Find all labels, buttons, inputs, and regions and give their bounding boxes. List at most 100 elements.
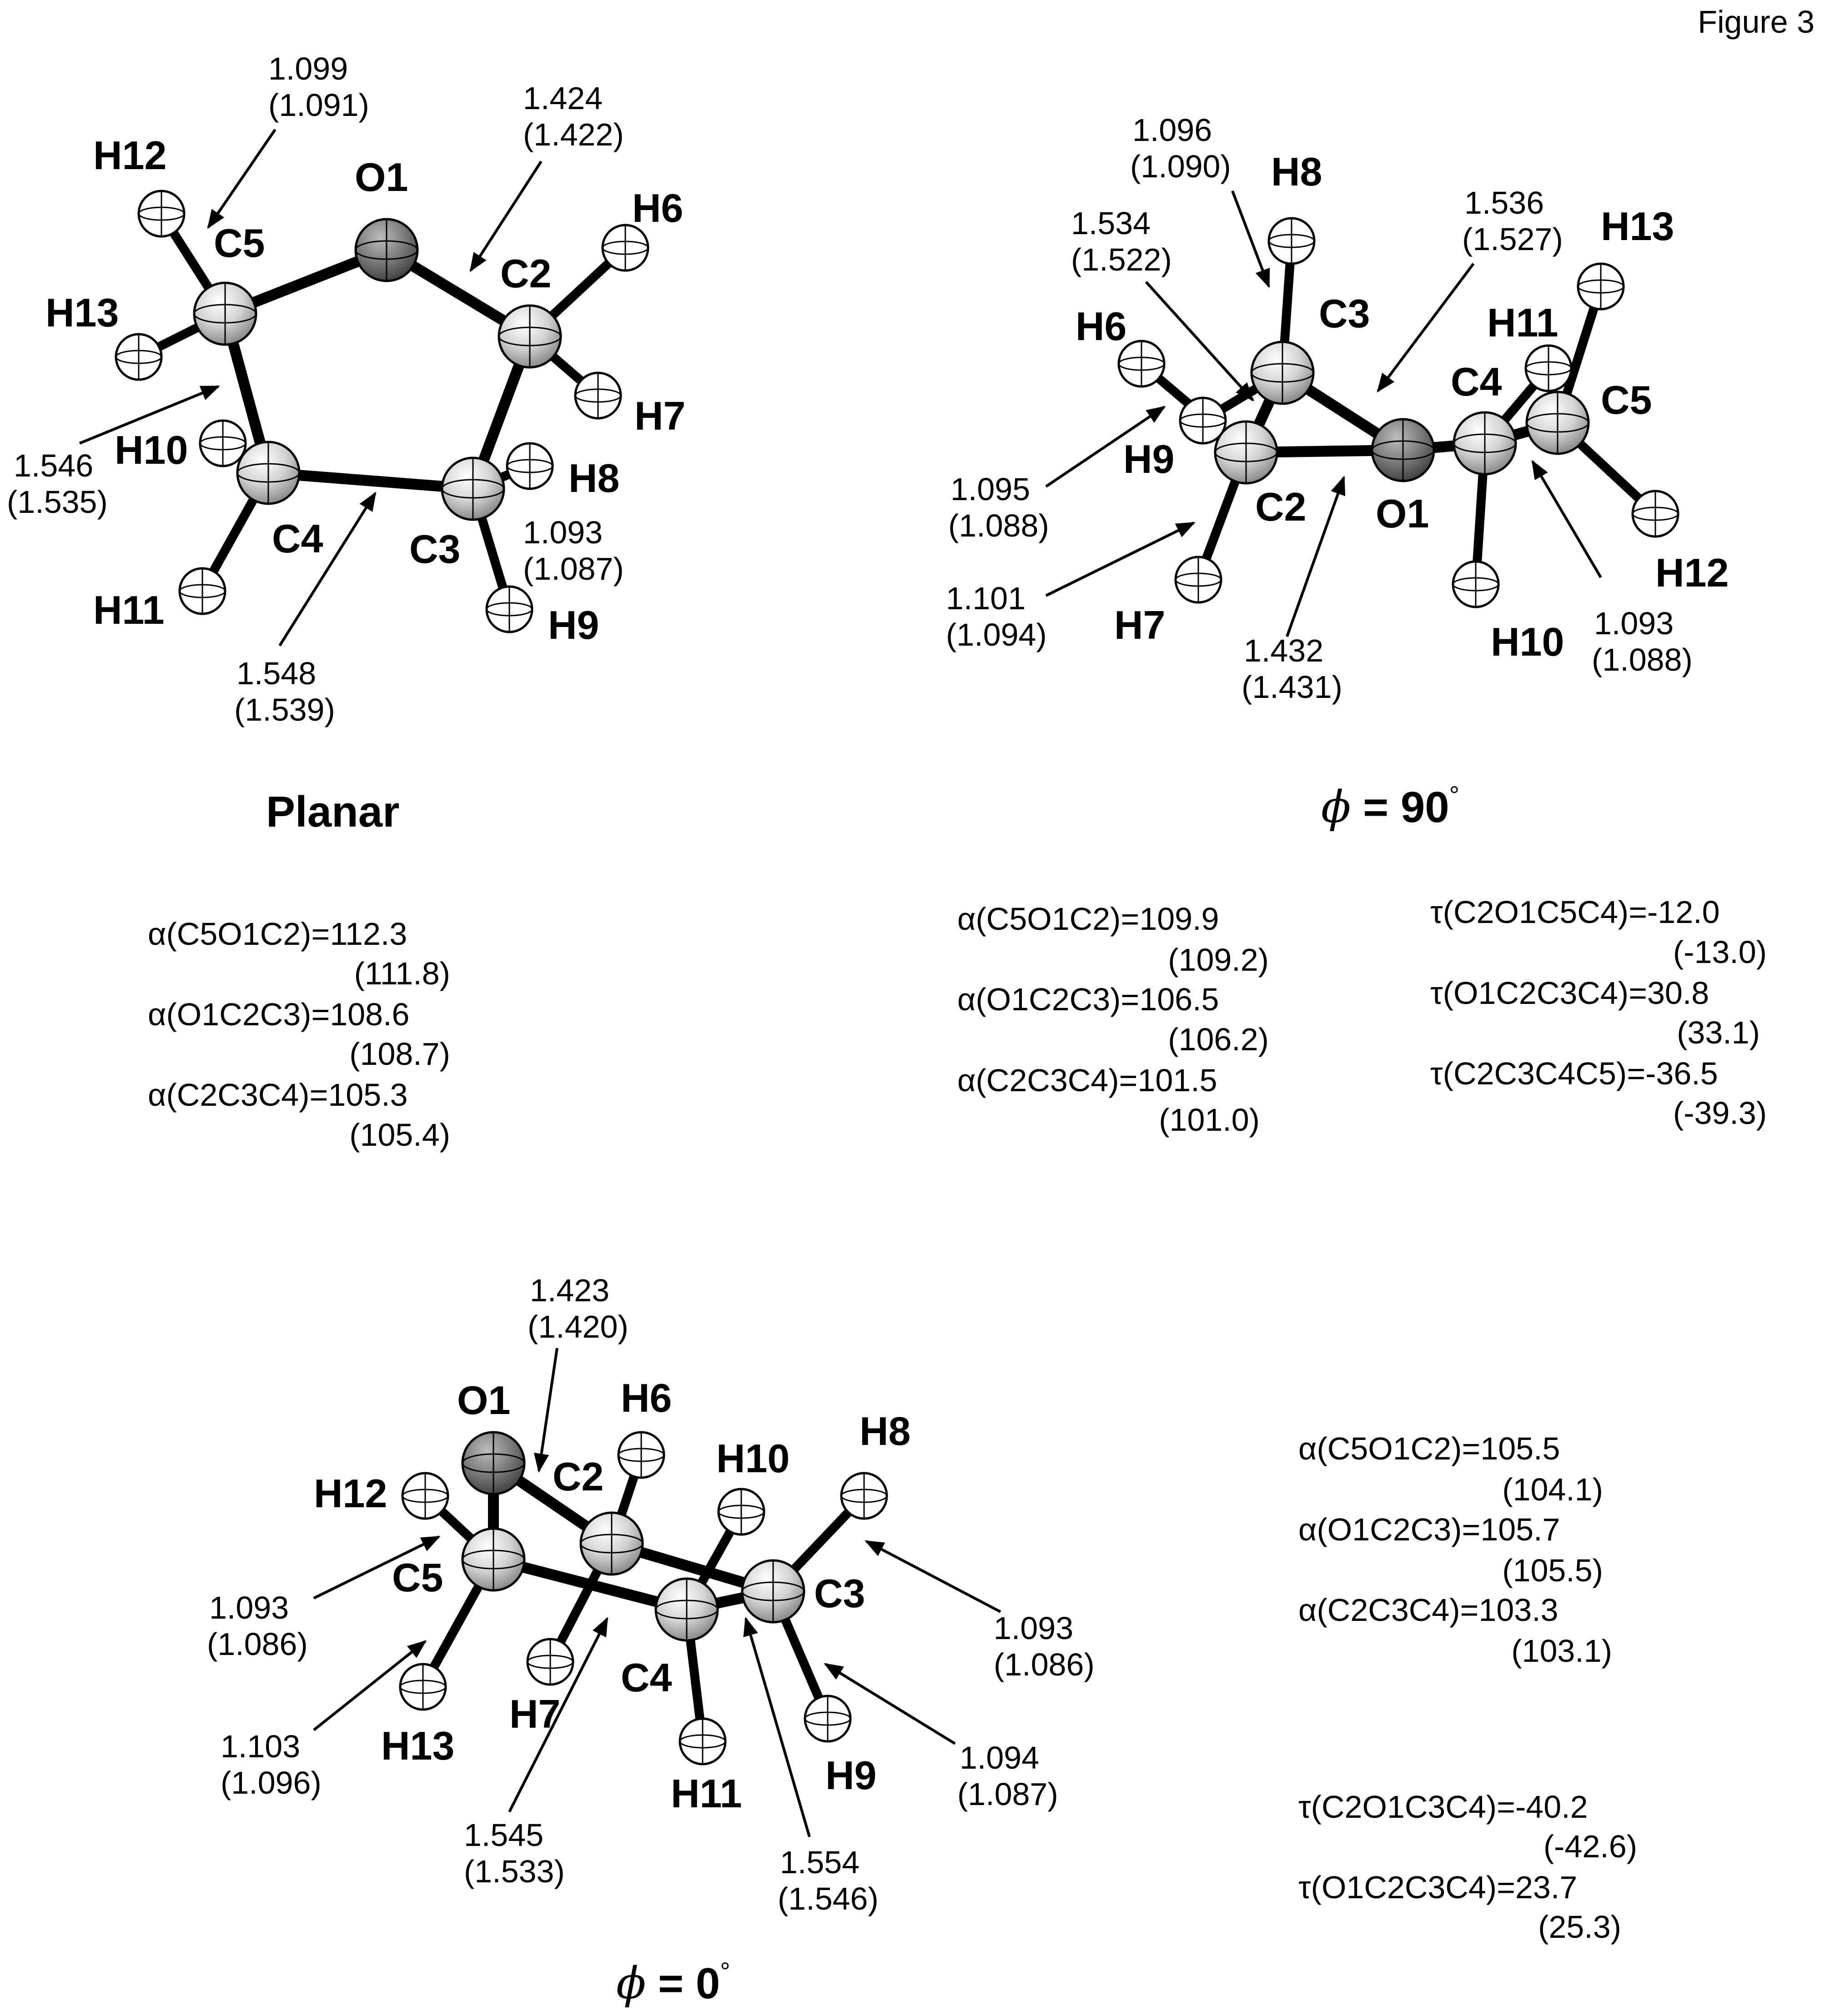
torsion-value: τ(C2O1C3C4)=-40.2 (1298, 1789, 1588, 1825)
atom-c2 (498, 304, 562, 369)
panel-title-planar: Planar (266, 787, 399, 836)
angle-value: α(O1C2C3)=105.7 (1298, 1512, 1560, 1547)
annotation-bond-3: 1.536 (1.527) (1377, 185, 1563, 393)
bond-value-paren: (1.091) (268, 87, 369, 123)
label-c2: C2 (500, 251, 552, 296)
angle-value-paren: (108.7) (349, 1036, 450, 1072)
label-c3: C3 (1319, 291, 1370, 336)
bond-value: 1.093 (1594, 606, 1674, 641)
annotation-bond-5: 1.554 (1.546) (743, 1616, 879, 1916)
angle-value-paren: (103.1) (1511, 1633, 1612, 1669)
label-h13: H13 (381, 1723, 454, 1768)
bond-value-paren: (1.088) (1592, 642, 1693, 677)
torsion-value: τ(C2C3C4C5)=-36.5 (1430, 1056, 1718, 1091)
annotation-bond-3: 1.103 (1.096) (221, 1640, 427, 1800)
label-c5: C5 (214, 221, 265, 266)
atom-h6 (1117, 340, 1166, 388)
atom-h8 (1267, 217, 1316, 265)
angles-planar: α(C5O1C2)=112.3 (111.8) α(O1C2C3)=108.6 … (148, 916, 450, 1153)
bond-value-paren: (1.087) (957, 1776, 1058, 1812)
label-c4: C4 (1451, 359, 1502, 404)
atom-c5 (193, 281, 257, 346)
atom-h13 (1577, 262, 1625, 311)
arrow (1231, 190, 1270, 288)
arrow (469, 160, 543, 272)
label-h6: H6 (621, 1375, 672, 1420)
label-h6: H6 (1076, 304, 1127, 349)
torsions-phi-0: τ(C2O1C3C4)=-40.2 (-42.6) τ(O1C2C3C4)=23… (1298, 1789, 1637, 1945)
atom-h8 (840, 1472, 888, 1520)
atom-o1 (354, 218, 419, 282)
label-c2: C2 (553, 1454, 604, 1499)
bond-value: 1.536 (1464, 185, 1544, 221)
label-h9: H9 (825, 1753, 877, 1798)
arrow (533, 1348, 558, 1473)
label-h9: H9 (1123, 436, 1175, 481)
label-h13: H13 (45, 290, 119, 335)
phi-symbol: ϕ (616, 1958, 646, 2009)
annotation-bond-2: 1.424 (1.422) (469, 80, 624, 272)
label-o1: O1 (1376, 491, 1429, 536)
label-h11: H11 (93, 587, 165, 632)
angle-value-paren: (104.1) (1502, 1472, 1603, 1507)
bond-value-paren: (1.533) (464, 1854, 565, 1889)
bond-value: 1.546 (14, 448, 93, 483)
angle-value: α(C5O1C2)=105.5 (1298, 1431, 1560, 1466)
bond-value-paren: (1.535) (7, 484, 108, 520)
angle-value-paren: (111.8) (354, 956, 450, 991)
bond-value: 1.548 (236, 656, 316, 691)
panel-phi-90: O1 C2 C3 C4 C5 H6 H7 H8 H9 H10 H11 H12 H… (946, 112, 1767, 1138)
atom-c4 (1453, 411, 1517, 476)
atom-c3 (741, 1559, 805, 1624)
arrow (1531, 460, 1602, 578)
arrow (824, 1663, 956, 1745)
annotation-bond-2: 1.534 (1.522) (1071, 206, 1254, 402)
bond-value: 1.423 (530, 1273, 609, 1308)
figure-label: Figure 3 (1698, 4, 1815, 40)
panel-planar: O1 C2 C3 C4 C5 H6 H7 H8 H9 H10 H11 H12 H… (7, 51, 686, 1153)
angles-phi-90: α(C5O1C2)=109.9 (109.2) α(O1C2C3)=106.5 … (957, 901, 1269, 1138)
angle-value: α(C5O1C2)=112.3 (148, 916, 407, 952)
arrow (207, 129, 277, 229)
bond-value-paren: (1.539) (234, 692, 335, 727)
arrow (1045, 406, 1166, 488)
arrow (1145, 281, 1254, 402)
angle-value: α(O1C2C3)=106.5 (957, 982, 1219, 1017)
label-c5: C5 (392, 1555, 443, 1600)
bond-value-paren: (1.086) (994, 1647, 1095, 1682)
arrow (278, 491, 377, 647)
label-h12: H12 (93, 133, 166, 178)
bond-value: 1.103 (221, 1729, 300, 1764)
bond-value-paren: (1.088) (948, 508, 1049, 543)
bond-value-paren: (1.522) (1071, 242, 1172, 277)
label-h7: H7 (1114, 602, 1166, 647)
atom-h11 (679, 1717, 727, 1765)
angle-value: α(C2C3C4)=105.3 (148, 1077, 408, 1113)
atom-c3 (1250, 341, 1315, 405)
arrow (743, 1616, 811, 1837)
atom-h12 (137, 190, 186, 238)
atom-h9 (485, 585, 533, 633)
atom-o1 (461, 1431, 526, 1495)
torsion-value: τ(O1C2C3C4)=23.7 (1298, 1870, 1577, 1905)
panel-title-phi-0: ϕ = 0° (616, 1957, 730, 2009)
label-c5: C5 (1601, 377, 1652, 422)
arrow (1377, 263, 1475, 393)
label-o1: O1 (457, 1378, 510, 1423)
angle-value-paren: (109.2) (1168, 942, 1269, 978)
annotation-bond-4: 1.095 (1.088) (948, 406, 1166, 543)
arrow (313, 1640, 427, 1731)
annotation-bond-3: 1.546 (1.535) (7, 385, 220, 520)
atom-h12 (401, 1472, 449, 1520)
label-h12: H12 (1655, 550, 1729, 595)
bond-value: 1.432 (1244, 633, 1323, 668)
bond-value: 1.093 (994, 1610, 1073, 1646)
bond-value-paren: (1.420) (528, 1309, 628, 1344)
atom-h11 (1524, 344, 1573, 392)
label-o1: O1 (355, 155, 408, 200)
arrow (865, 1540, 1001, 1613)
angle-value-paren: (101.0) (1159, 1102, 1260, 1138)
phi-symbol: ϕ (1321, 782, 1351, 832)
arrow (79, 385, 220, 445)
